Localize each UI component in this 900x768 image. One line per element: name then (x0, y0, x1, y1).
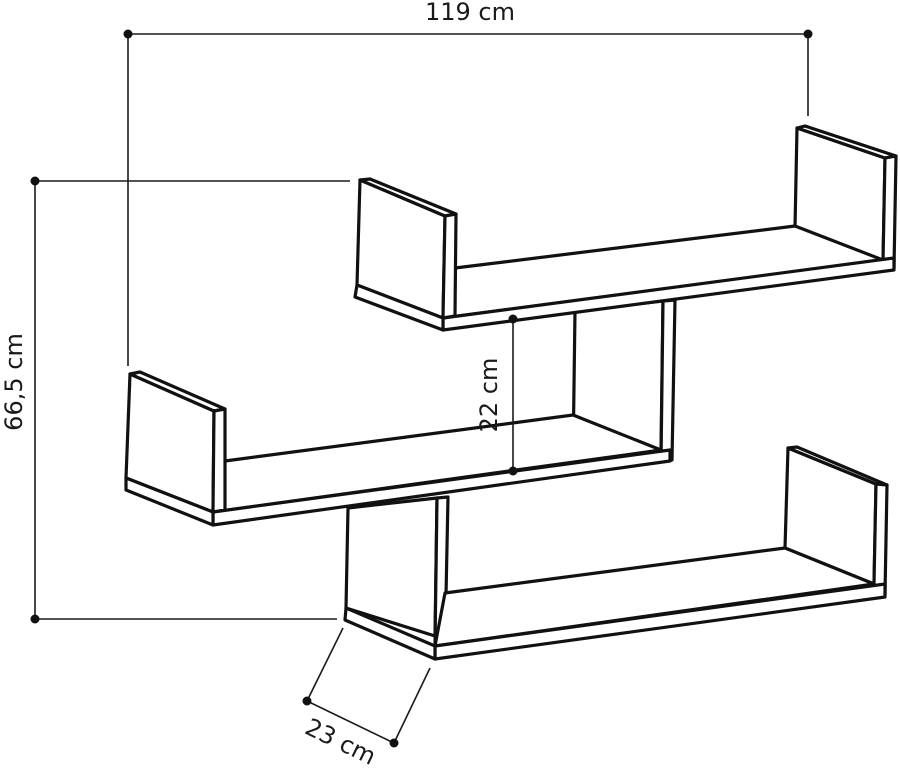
middle-shelf (124, 370, 672, 527)
width-dimension: 119 cm (123, 0, 813, 366)
shelf-gap-dimension: 22 cm (475, 314, 518, 476)
lower-vertical-divider (344, 495, 450, 648)
height-label: 66,5 cm (0, 333, 28, 431)
depth-label: 23 cm (301, 713, 380, 768)
height-dimension: 66,5 cm (0, 176, 350, 624)
top-shelf (353, 124, 898, 332)
width-label: 119 cm (425, 0, 515, 26)
bottom-shelf (343, 445, 889, 661)
shelf-gap-label: 22 cm (475, 358, 503, 433)
